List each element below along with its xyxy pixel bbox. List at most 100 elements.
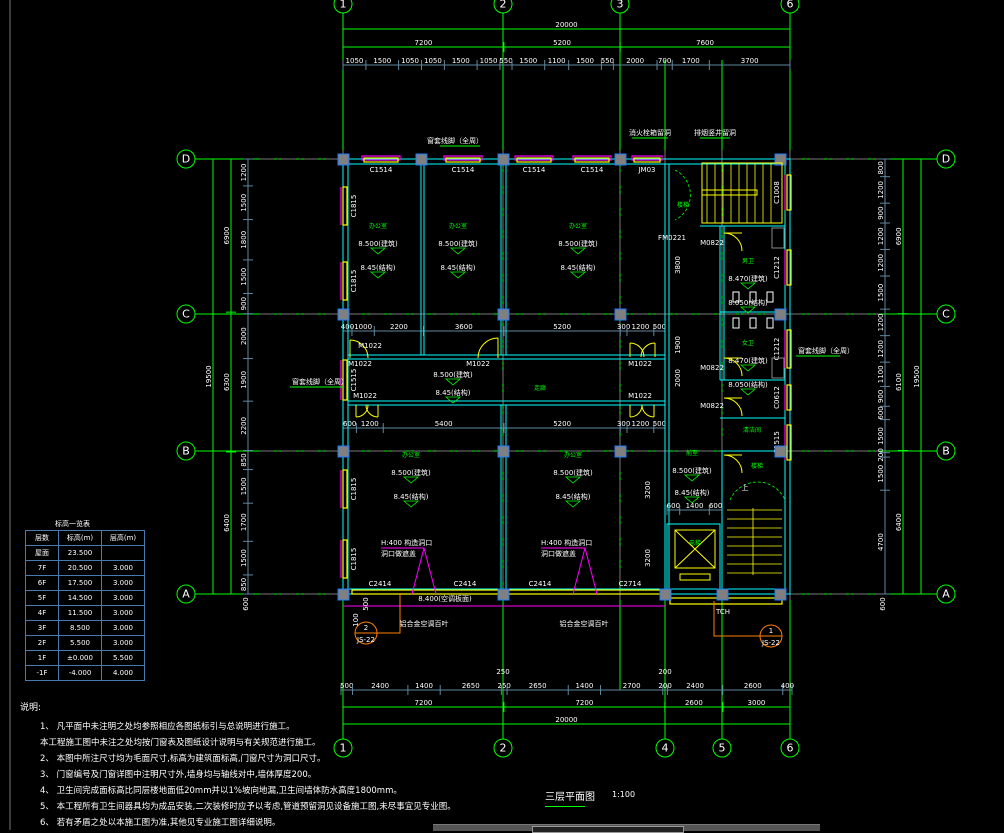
window-right-label: C1212 <box>773 256 781 279</box>
dim-bottom-detail-value: 2600 <box>744 682 762 690</box>
annotation-hole-2b: 洞口做遮盖 <box>541 549 576 558</box>
toilet-fixtures <box>732 227 785 379</box>
window-right <box>786 424 792 461</box>
room-name: 女卫 <box>742 339 754 347</box>
window-right <box>786 174 792 211</box>
door-label: FM0221 <box>658 234 686 242</box>
window-left <box>342 186 348 226</box>
window-right-label: C1515 <box>773 431 781 454</box>
column <box>497 445 510 458</box>
table-cell <box>101 545 145 561</box>
dim-right-detail-value: 1500 <box>877 284 885 302</box>
window-top-frame <box>514 155 554 161</box>
window-left-label: C1815 <box>350 478 358 501</box>
table-cell: 17.500 <box>58 575 102 591</box>
annotation-right-molding: 窗套线脚（全周） <box>798 346 854 355</box>
dim-bottom-detail-value: 2400 <box>371 682 389 690</box>
axis-bubble-top-6-label: 6 <box>787 0 794 11</box>
dim-left-detail-value: 2200 <box>240 417 248 435</box>
table-cell: 2F <box>25 635 59 651</box>
dim-top-detail-value: 550 <box>499 57 512 65</box>
axis-bubble-right-D <box>936 149 956 169</box>
hole-markers <box>343 547 665 607</box>
table-header-row: 层数标高(m)层高(m) <box>25 530 145 546</box>
dim-left-below: 600 <box>242 597 250 610</box>
room-elevation-struct: 8.45(结构) <box>555 492 590 501</box>
door-label: M0822 <box>700 239 724 247</box>
window-right <box>786 249 792 286</box>
dim-top-total-value: 20000 <box>555 21 577 29</box>
room-elevation-struct: 8.45(结构) <box>440 263 475 272</box>
dim-left-detail-value: 1500 <box>240 477 248 495</box>
dim-inner-row2-value: 5400 <box>435 420 453 428</box>
dim-top-detail-value: 1050 <box>424 57 442 65</box>
elevation-marker <box>449 271 467 279</box>
dim-inner-vertical: 3200 <box>644 481 652 499</box>
door-label: M1022 <box>348 360 372 368</box>
table-cell: 3.000 <box>101 605 145 621</box>
table-cell: 3.000 <box>101 620 145 636</box>
room-elevation-arch: 8.470(建筑) <box>728 356 768 365</box>
annotation-louver-1: 铝合金空调百叶 <box>400 619 449 628</box>
note-item: 3、 门窗编号及门窗详图中注明尺寸外,墙身均与轴线对中,墙体厚度200。 <box>40 770 317 780</box>
door-label: M1022 <box>466 360 490 368</box>
annotation-smoke-vent: 排烟竖井留洞 <box>694 128 736 137</box>
axis-bubble-top-1 <box>333 0 353 14</box>
table-cell: 3F <box>25 620 59 636</box>
table-cell: 11.500 <box>58 605 102 621</box>
column <box>415 153 428 166</box>
window-right <box>786 329 792 369</box>
table-cell: 3.000 <box>101 590 145 606</box>
dim-left-detail-value: 1800 <box>240 231 248 249</box>
title-underline <box>545 806 585 807</box>
dim-left-detail-value: 1500 <box>240 194 248 212</box>
dim-left-bays-value: 6400 <box>223 514 231 532</box>
green-markers <box>674 169 786 501</box>
room-elevation-arch: 8.500(建筑) <box>391 468 431 477</box>
dim-bottom-detail-value: 250 <box>498 682 511 690</box>
room-elevation-arch: 8.500(建筑) <box>672 466 712 475</box>
elevation-marker <box>369 247 387 255</box>
window-top <box>363 157 399 163</box>
dim-right-detail-value: 1200 <box>877 181 885 199</box>
window-bottom-label: C2414 <box>529 580 552 588</box>
window-top <box>445 157 481 163</box>
dim-inner-row1-value: 400 <box>341 323 354 331</box>
drawing-scale: 1:100 <box>612 790 636 799</box>
dim-bottom-detail-value: 1400 <box>415 682 433 690</box>
room-name: 办公室 <box>402 451 420 459</box>
dim-top-detail-value: 1050 <box>401 57 419 65</box>
dim-right-bays-value: 6100 <box>895 373 903 391</box>
dim-bottom-extra: 250 <box>496 668 509 676</box>
column <box>774 308 787 321</box>
window-top-frame <box>443 155 483 161</box>
outer-wall <box>342 158 791 595</box>
dim-bottom-detail-value: 2400 <box>686 682 704 690</box>
window-right-label: C1212 <box>773 338 781 361</box>
dim-left-detail-value: 1900 <box>240 371 248 389</box>
dim-inner-row1-value: 1000 <box>354 323 372 331</box>
note-item: 6、 若有矛盾之处以本施工图为准,其他见专业施工图详细说明。 <box>40 818 281 828</box>
axis-bubble-right-C <box>936 304 956 324</box>
dim-top-detail-value: 1500 <box>519 57 537 65</box>
dim-inner-vertical: 2000 <box>674 369 682 387</box>
note-item: 1、 凡平面中未注明之处均参照相应各图纸标引与总说明进行施工。 <box>40 722 295 732</box>
dim-left-bays-value: 6900 <box>223 227 231 245</box>
stair-label-2: 楼梯 <box>751 462 763 470</box>
elevation-marker <box>739 388 757 396</box>
window-left-label: C1815 <box>350 195 358 218</box>
dim-left-detail-value: 1700 <box>240 513 248 531</box>
elevation-marker <box>564 500 582 508</box>
dim-inner-row1-value: 1200 <box>631 323 649 331</box>
axis-bubble-right-B <box>936 441 956 461</box>
window-left <box>342 359 348 401</box>
dim-top-bays-value: 5200 <box>553 39 571 47</box>
dim-inner-row2-value: 1200 <box>631 420 649 428</box>
elevation-marker <box>739 282 757 290</box>
